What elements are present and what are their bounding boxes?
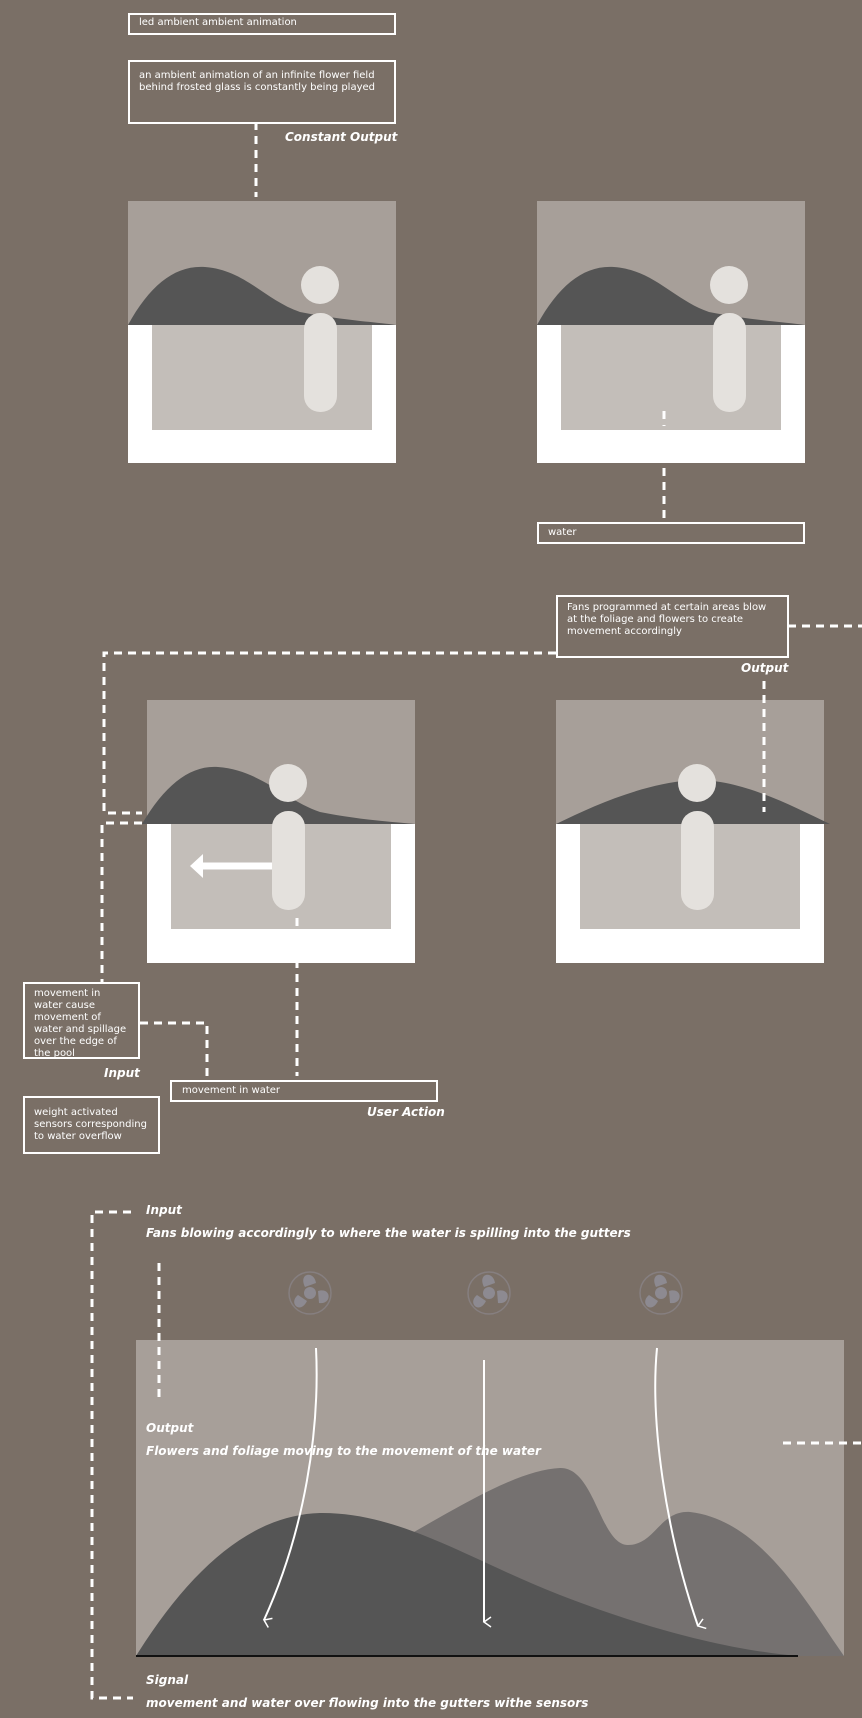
- description-box: an ambient animation of an infinite flow…: [128, 60, 396, 124]
- user-action-label: User Action: [367, 1105, 445, 1119]
- title-box: led ambient ambient animation: [128, 13, 396, 35]
- movement-box: movement in water cause movement of wate…: [23, 982, 140, 1059]
- input-title: Input: [146, 1203, 182, 1217]
- input-description: Fans blowing accordingly to where the wa…: [146, 1226, 631, 1240]
- input-label: Input: [104, 1066, 140, 1080]
- arrow-down-icon: [262, 1347, 318, 1628]
- fans-box: Fans programmed at certain areas blow at…: [556, 595, 789, 658]
- person-figure: [269, 764, 307, 910]
- constant-output-label: Constant Output: [285, 130, 398, 144]
- fan-icon: [639, 1271, 683, 1315]
- pool-panel-c: [142, 700, 415, 963]
- arrow-left-icon: [190, 854, 272, 878]
- output-title: Output: [146, 1421, 194, 1435]
- connector-lines: [90, 122, 862, 1700]
- person-figure: [678, 764, 716, 910]
- fan-icon: [467, 1271, 511, 1315]
- output-description: Flowers and foliage moving to the moveme…: [146, 1444, 541, 1458]
- person-figure: [710, 266, 748, 412]
- pool-panel-d: [556, 700, 830, 963]
- pool-panel-a: [128, 201, 396, 463]
- signal-description: movement and water over flowing into the…: [146, 1696, 589, 1710]
- fan-icon: [288, 1271, 332, 1315]
- arrow-down-icon: [654, 1347, 707, 1630]
- water-box: water: [537, 522, 805, 544]
- output-label: Output: [741, 661, 789, 675]
- signal-title: Signal: [146, 1673, 189, 1687]
- pool-panel-b: [537, 201, 805, 463]
- weight-sensors-box: weight activated sensors corresponding t…: [23, 1096, 160, 1154]
- flower-field-scene: [136, 1340, 844, 1657]
- user-action-box: movement in water: [170, 1080, 438, 1102]
- person-figure: [301, 266, 339, 412]
